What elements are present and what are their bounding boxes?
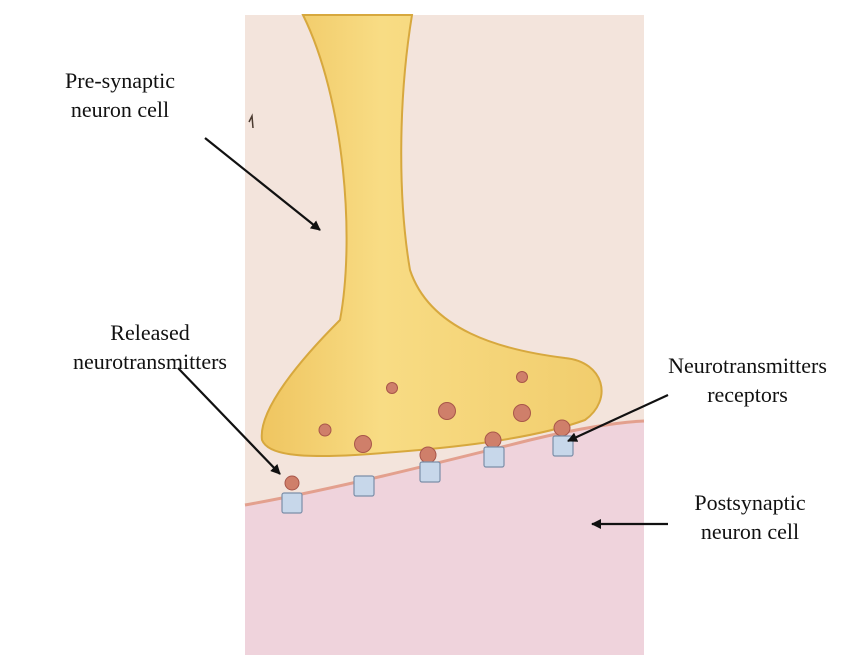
presynaptic-label: Pre-synaptic neuron cell	[30, 66, 210, 124]
vesicle	[387, 383, 398, 394]
receptor	[282, 493, 302, 513]
vesicle	[514, 405, 531, 422]
released-label: Released neurotransmitters	[50, 318, 250, 376]
neurotransmitter	[285, 476, 299, 490]
released-label-line1: Released	[50, 318, 250, 347]
receptors-label-line2: receptors	[640, 380, 855, 409]
presynaptic-label-line2: neuron cell	[30, 95, 210, 124]
receptor	[420, 462, 440, 482]
vesicle	[319, 424, 331, 436]
vesicle	[517, 372, 528, 383]
receptors-label-line1: Neurotransmitters	[640, 351, 855, 380]
vesicle	[439, 403, 456, 420]
receptor	[354, 476, 374, 496]
neurotransmitter	[485, 432, 501, 448]
postsynaptic-label-line1: Postsynaptic	[660, 488, 840, 517]
receptor	[484, 447, 504, 467]
neurotransmitter	[554, 420, 570, 436]
vesicle	[355, 436, 372, 453]
postsynaptic-label: Postsynaptic neuron cell	[660, 488, 840, 546]
receptors-label: Neurotransmitters receptors	[640, 351, 855, 409]
released-label-line2: neurotransmitters	[50, 347, 250, 376]
neurotransmitter	[420, 447, 436, 463]
postsynaptic-label-line2: neuron cell	[660, 517, 840, 546]
presynaptic-label-line1: Pre-synaptic	[30, 66, 210, 95]
